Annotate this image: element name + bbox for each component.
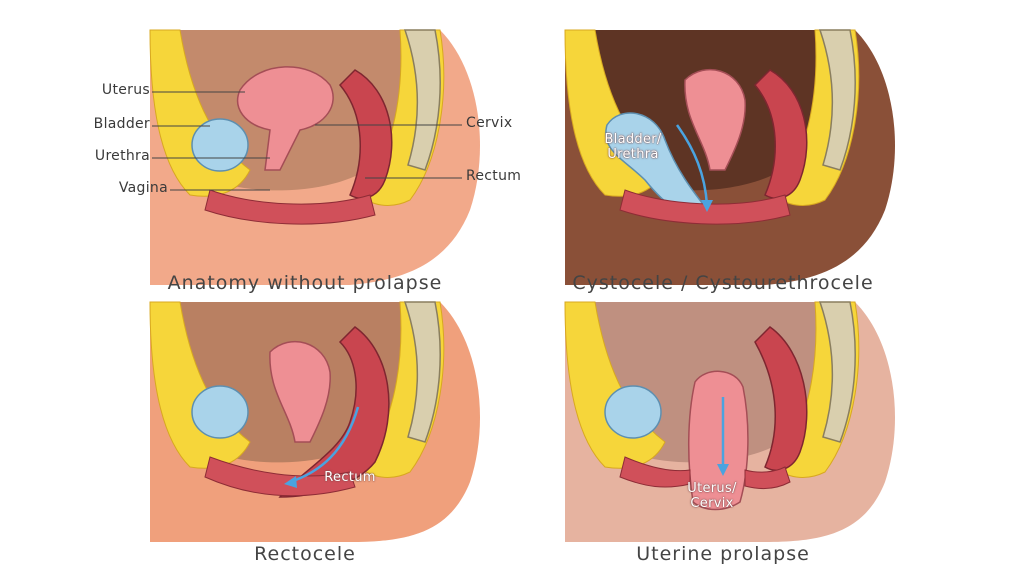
label-urethra: Urethra (94, 148, 150, 164)
caption-cystocele: Cystocele / Cystourethrocele (572, 272, 874, 294)
label-rectum-prolapse: Rectum (324, 470, 376, 485)
panel-3-illustration (149, 301, 480, 542)
panel-4-illustration (564, 301, 895, 542)
panel-2-illustration (564, 29, 895, 285)
caption-anatomy: Anatomy without prolapse (167, 272, 443, 294)
panel-1-illustration (149, 29, 480, 285)
label-bladder: Bladder (93, 116, 150, 132)
label-uterus: Uterus (101, 82, 150, 98)
label-rectum: Rectum (466, 168, 522, 184)
label-vagina: Vagina (118, 180, 168, 196)
caption-uterine-prolapse: Uterine prolapse (636, 543, 810, 565)
label-uterus-cervix: Uterus/ Cervix (687, 481, 737, 511)
label-cervix: Cervix (466, 115, 513, 131)
label-bladder-urethra: Bladder/ Urethra (604, 132, 662, 162)
caption-rectocele: Rectocele (254, 543, 356, 565)
